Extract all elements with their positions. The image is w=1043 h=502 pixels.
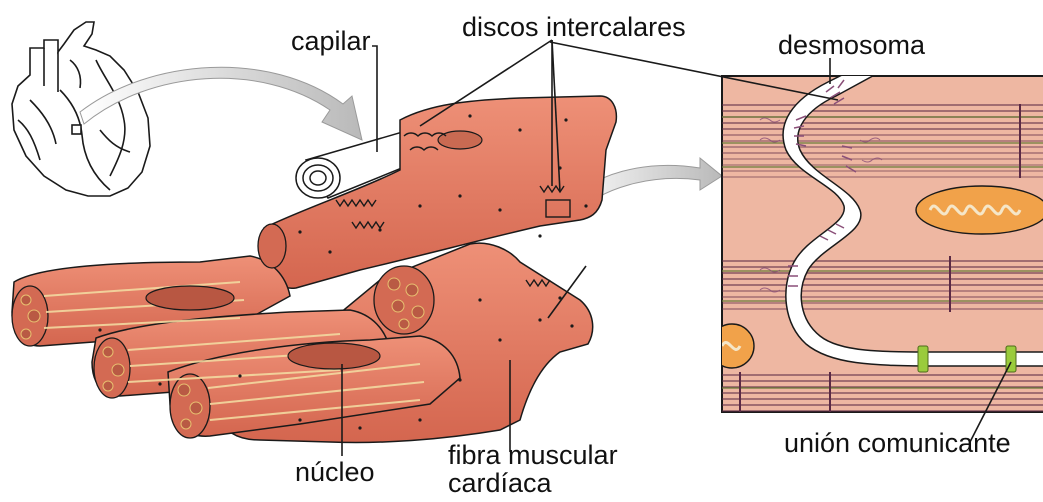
label-nucleo: núcleo <box>295 459 375 486</box>
label-fibra-line1: fibra muscular <box>448 441 618 469</box>
label-fibra-muscular: fibra muscular cardíaca <box>448 441 618 497</box>
label-discos-intercalares: discos intercalares <box>462 14 686 41</box>
label-desmosoma: desmosoma <box>778 32 925 59</box>
label-union-comunicante: unión comunicante <box>784 430 1011 457</box>
label-capilar: capilar <box>291 28 371 55</box>
zoom-panel <box>710 62 1043 412</box>
heart-illustration <box>12 22 150 196</box>
label-fibra-line2: cardíaca <box>448 469 618 497</box>
